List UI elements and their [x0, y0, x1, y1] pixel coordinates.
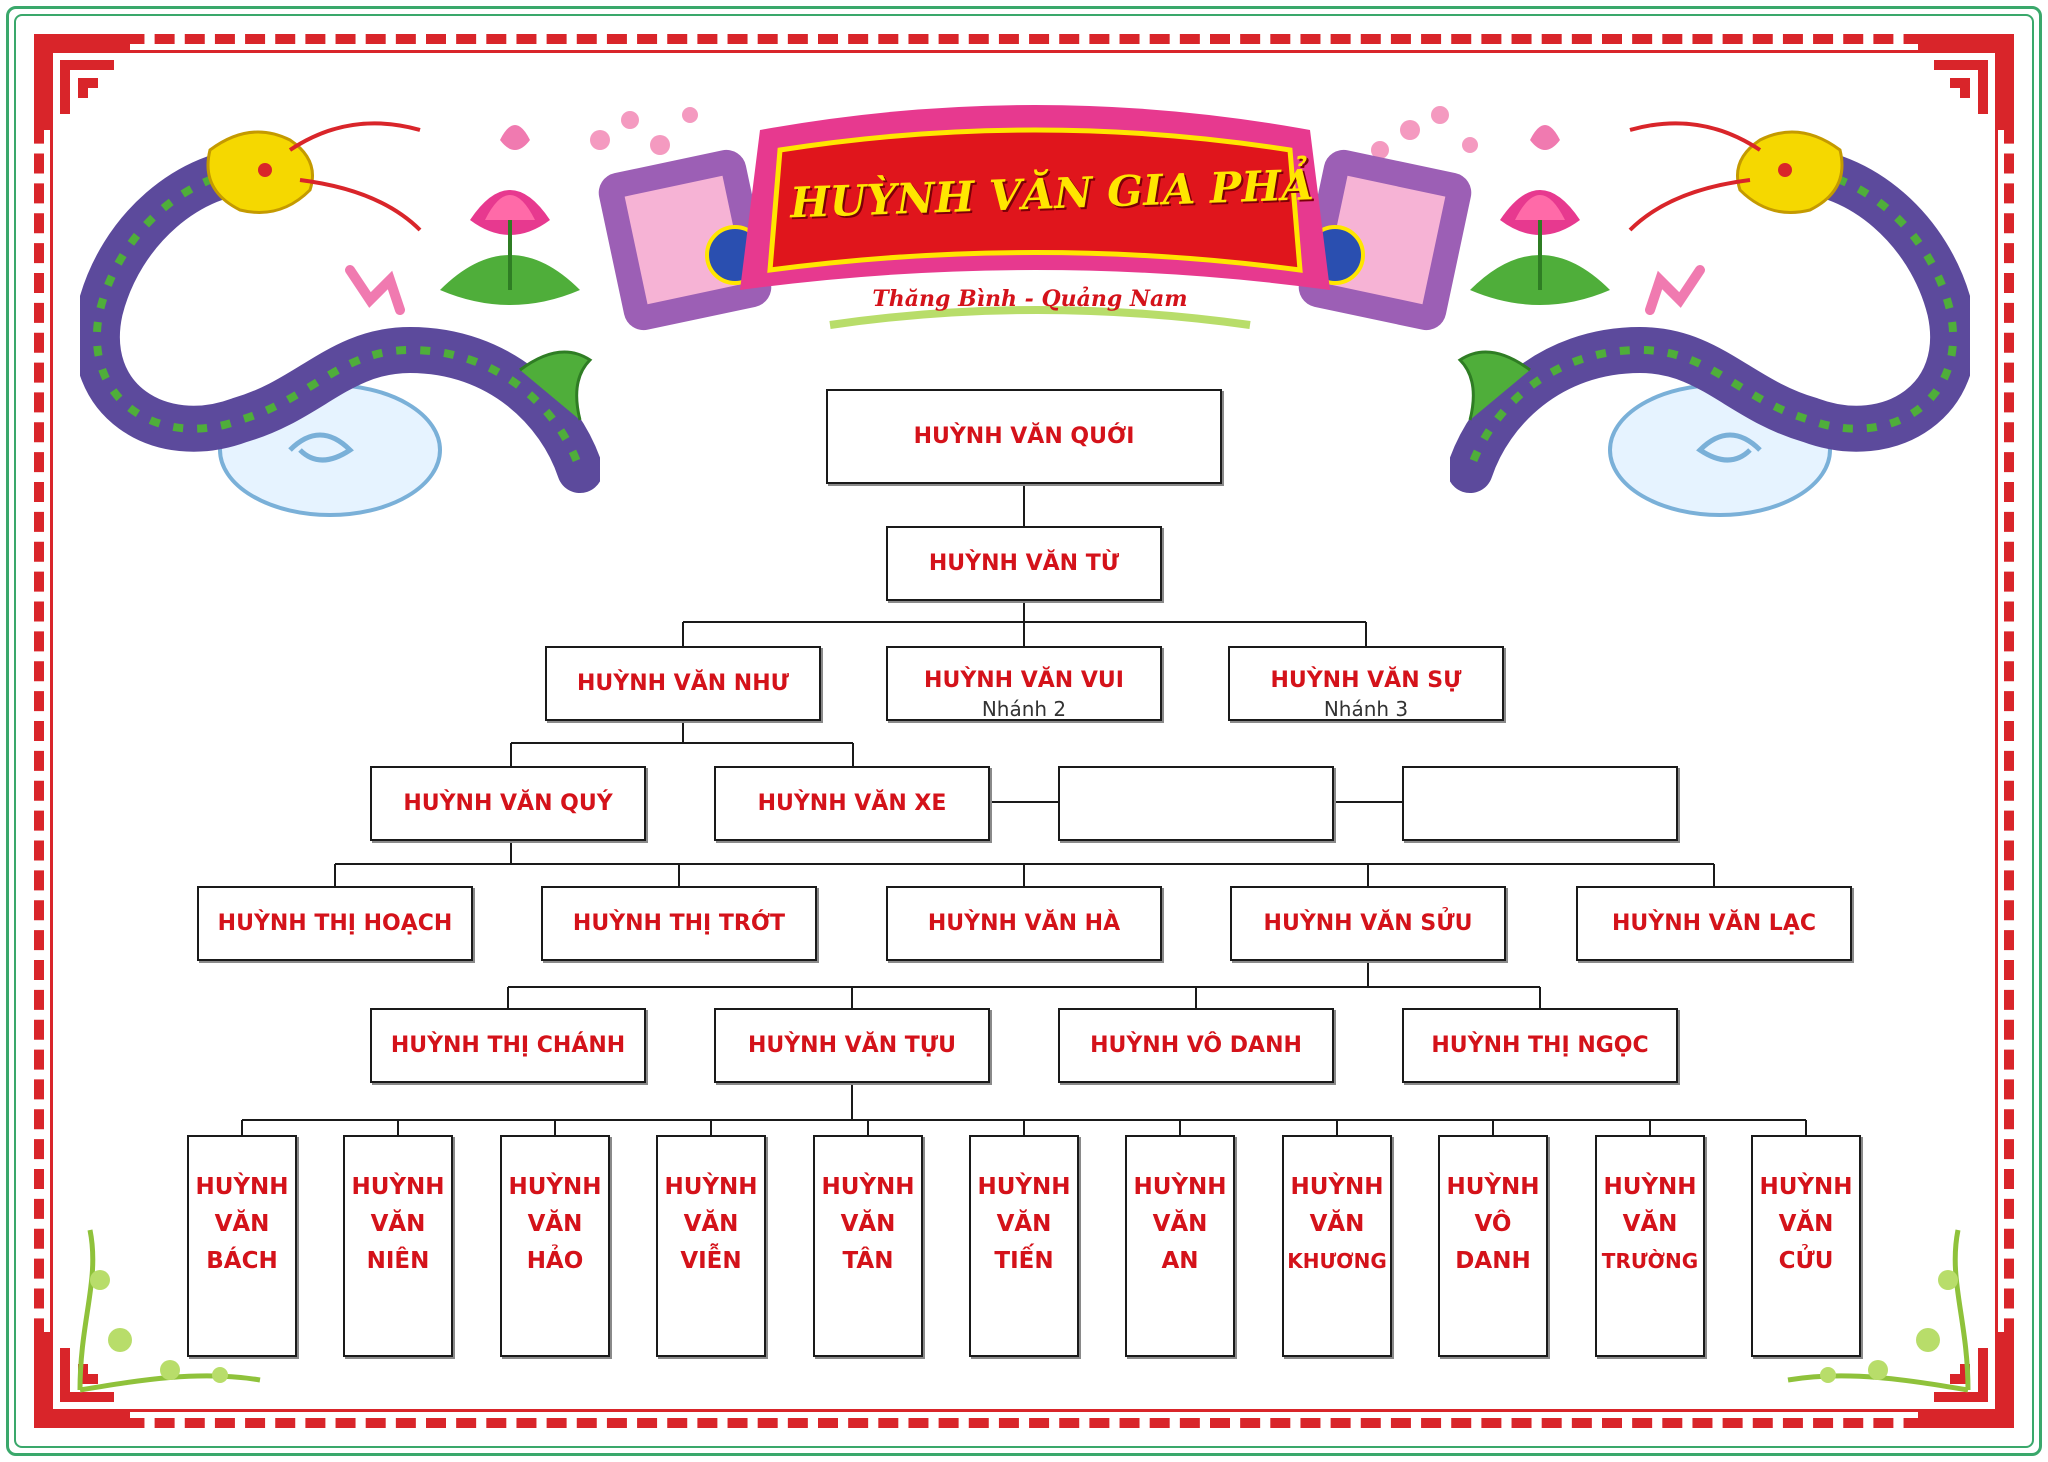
lotus-right-icon	[1470, 125, 1610, 305]
node-name-line: CỬU	[1778, 1248, 1834, 1274]
node-gen3[interactable]: HUỲNH VĂN NHƯ	[545, 646, 821, 721]
node-name-line: VĂN	[996, 1211, 1052, 1237]
node-gen7[interactable]: HUỲNH VĂN HẢO	[500, 1135, 610, 1357]
node-name-line: TIẾN	[994, 1248, 1054, 1274]
node-name: HUỲNH VĂN SỬU	[1263, 911, 1473, 936]
branch-label: Nhánh 2	[981, 697, 1067, 721]
outer-frame	[6, 6, 2042, 1456]
node-name-line: HUỲNH	[664, 1174, 758, 1200]
node-name-line: AN	[1161, 1248, 1199, 1274]
node-gen4[interactable]: HUỲNH VĂN XE	[714, 766, 990, 841]
node-gen3[interactable]: HUỲNH VĂN VUI Nhánh 2	[886, 646, 1162, 721]
node-name-line: TÂN	[842, 1248, 894, 1274]
node-name-line: HUỲNH	[1446, 1174, 1540, 1200]
node-gen3[interactable]: HUỲNH VĂN SỰ Nhánh 3	[1228, 646, 1504, 721]
node-gen7[interactable]: HUỲNH VĂN CỬU	[1751, 1135, 1861, 1357]
node-gen7[interactable]: HUỲNH VĂN TRƯỜNG	[1595, 1135, 1705, 1357]
node-name-line: VĂN	[683, 1211, 739, 1237]
node-gen7[interactable]: HUỲNH VĂN TIẾN	[969, 1135, 1079, 1357]
corner-ornament-tl	[34, 34, 130, 130]
dragon-right-icon	[1450, 121, 1970, 517]
corner-ornament-tr	[1918, 34, 2014, 130]
apricot-blossom-icon	[590, 106, 1478, 159]
node-name-line: HUỲNH	[508, 1174, 602, 1200]
vine-ornament-icon	[1787, 1229, 1971, 1393]
node-name: HUỲNH VÔ DANH	[1090, 1033, 1302, 1058]
title-banner	[590, 105, 1478, 331]
node-name-line: VĂN	[1778, 1211, 1834, 1237]
node-gen5[interactable]: HUỲNH VĂN LẠC	[1576, 886, 1852, 961]
node-name-line: TRƯỜNG	[1601, 1249, 1699, 1273]
node-name: HUỲNH VĂN TỰU	[747, 1033, 957, 1058]
node-name-line: HUỲNH	[195, 1174, 289, 1200]
node-gen5[interactable]: HUỲNH VĂN SỬU	[1230, 886, 1506, 961]
node-gen7[interactable]: HUỲNH VÔ DANH	[1438, 1135, 1548, 1357]
node-name-line: VÔ	[1474, 1211, 1512, 1237]
outer-frame-inner	[14, 14, 2034, 1448]
node-name-line: VĂN	[370, 1211, 426, 1237]
node-name-line: HUỲNH	[1759, 1174, 1853, 1200]
node-name: HUỲNH VĂN HÀ	[927, 911, 1121, 936]
meander-border-inner	[50, 50, 1998, 1412]
node-name: HUỲNH THỊ TRỚT	[572, 911, 786, 936]
node-gen4[interactable]: HUỲNH VĂN QUÝ	[370, 766, 646, 841]
node-name-line: HUỲNH	[821, 1174, 915, 1200]
node-name-line: VĂN	[527, 1211, 583, 1237]
node-gen7[interactable]: HUỲNH VĂN NIÊN	[343, 1135, 453, 1357]
dragon-left-icon	[80, 121, 600, 517]
node-gen7[interactable]: HUỲNH VĂN VIỄN	[656, 1135, 766, 1357]
node-name: HUỲNH VĂN VUI	[924, 668, 1124, 693]
vine-ornament-icon	[77, 1229, 261, 1393]
node-gen7[interactable]: HUỲNH VĂN KHƯƠNG	[1282, 1135, 1392, 1357]
node-name: HUỲNH VĂN LẠC	[1611, 911, 1816, 936]
node-gen6[interactable]: HUỲNH THỊ CHÁNH	[370, 1008, 646, 1083]
node-gen5[interactable]: HUỲNH THỊ HOẠCH	[197, 886, 473, 961]
banner-subtitle: Thăng Bình - Quảng Nam	[872, 286, 1188, 312]
node-name-line: VĂN	[840, 1211, 896, 1237]
node-name-line: HUỲNH	[1290, 1174, 1384, 1200]
lotus-left-icon	[440, 125, 580, 305]
node-gen7[interactable]: HUỲNH VĂN BÁCH	[187, 1135, 297, 1357]
node-name-line: HUỲNH	[1603, 1174, 1697, 1200]
node-name-line: VĂN	[214, 1211, 270, 1237]
node-name-line: VIỄN	[680, 1248, 742, 1274]
node-name: HUỲNH THỊ HOẠCH	[217, 911, 453, 936]
branch-label: Nhánh 3	[1323, 697, 1409, 721]
node-gen6[interactable]: HUỲNH VÔ DANH	[1058, 1008, 1334, 1083]
node-gen5[interactable]: HUỲNH VĂN HÀ	[886, 886, 1162, 961]
node-name: HUỲNH VĂN TỪ	[928, 551, 1120, 576]
node-gen5[interactable]: HUỲNH THỊ TRỚT	[541, 886, 817, 961]
node-name-line: HẢO	[526, 1248, 584, 1274]
node-name-line: HUỲNH	[1133, 1174, 1227, 1200]
node-name-line: HUỲNH	[351, 1174, 445, 1200]
node-name-line: DANH	[1455, 1248, 1531, 1274]
node-name: HUỲNH THỊ NGỌC	[1431, 1033, 1649, 1058]
node-name: HUỲNH VĂN XE	[757, 791, 947, 816]
node-gen2[interactable]: HUỲNH VĂN TỪ	[886, 526, 1162, 601]
node-name: HUỲNH VĂN QUÝ	[403, 791, 613, 816]
node-gen7[interactable]: HUỲNH VĂN TÂN	[813, 1135, 923, 1357]
node-name: HUỲNH THỊ CHÁNH	[390, 1033, 626, 1058]
node-name-line: HUỲNH	[977, 1174, 1071, 1200]
node-name-line: VĂN	[1622, 1211, 1678, 1237]
meander-border	[34, 34, 2014, 1428]
node-name-line: VĂN	[1152, 1211, 1208, 1237]
node-name-line: VĂN	[1309, 1211, 1365, 1237]
node-root[interactable]: HUỲNH VĂN QUỚI	[826, 389, 1222, 484]
node-name-line: NIÊN	[366, 1248, 430, 1274]
node-gen6[interactable]: HUỲNH THỊ NGỌC	[1402, 1008, 1678, 1083]
node-name: HUỲNH VĂN QUỚI	[913, 424, 1135, 449]
node-gen4-empty[interactable]	[1058, 766, 1334, 841]
node-gen4-empty[interactable]	[1402, 766, 1678, 841]
node-name-line: BÁCH	[206, 1248, 278, 1274]
node-name: HUỲNH VĂN NHƯ	[576, 671, 790, 696]
node-gen6[interactable]: HUỲNH VĂN TỰU	[714, 1008, 990, 1083]
node-name-line: KHƯƠNG	[1287, 1249, 1387, 1273]
node-gen7[interactable]: HUỲNH VĂN AN	[1125, 1135, 1235, 1357]
node-name: HUỲNH VĂN SỰ	[1270, 668, 1462, 693]
